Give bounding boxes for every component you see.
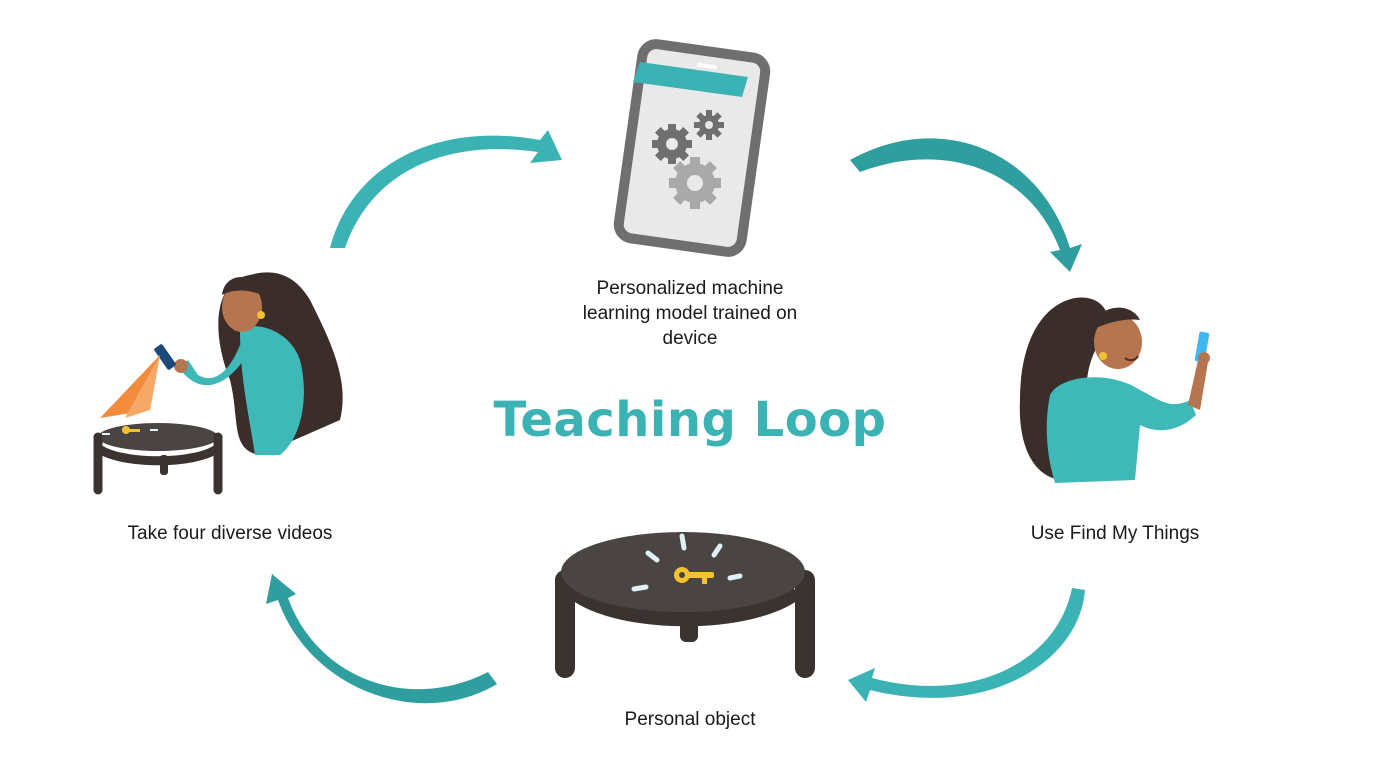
model-caption: Personalized machine learning model trai… bbox=[540, 276, 840, 351]
phone-gears-icon bbox=[613, 39, 771, 257]
take-videos-caption: Take four diverse videos bbox=[127, 523, 333, 544]
table-key-icon bbox=[555, 532, 815, 678]
find-things-caption: Use Find My Things bbox=[1030, 523, 1200, 544]
arrow-top-right bbox=[850, 138, 1082, 272]
model-caption-line-2: learning model trained on bbox=[582, 303, 798, 324]
diagram-title: Teaching Loop bbox=[493, 392, 887, 448]
woman-filming-icon bbox=[93, 272, 343, 495]
model-caption-line-1: Personalized machine bbox=[596, 278, 784, 299]
arrow-top-left bbox=[330, 130, 562, 248]
model-caption-line-3: device bbox=[662, 328, 718, 349]
personal-object-caption: Personal object bbox=[624, 709, 756, 730]
woman-phone-icon bbox=[1019, 297, 1210, 483]
arrow-bottom-right bbox=[848, 588, 1085, 702]
arrow-bottom-left bbox=[266, 574, 497, 704]
